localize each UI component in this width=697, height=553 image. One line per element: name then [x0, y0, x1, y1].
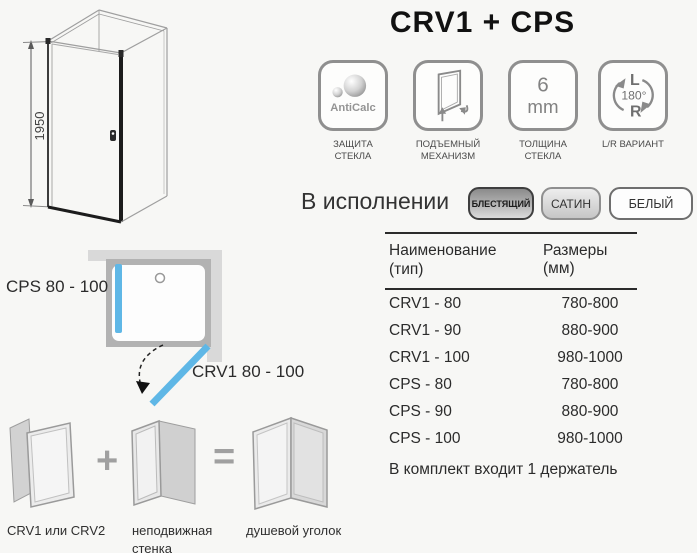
- size-cell: 880-900: [561, 402, 619, 420]
- feature-lr-caption: L/R ВАРИАНТ: [602, 139, 664, 150]
- shower-enclosure-drawing: 1950: [22, 9, 168, 224]
- feature-lr-variant: L 180° R: [598, 60, 668, 131]
- height-dimension: 1950: [22, 40, 53, 208]
- size-cell: 780-800: [561, 294, 619, 312]
- type-cell: CRV1 - 90: [389, 321, 462, 339]
- door-swing-arrow-icon: [136, 381, 150, 394]
- lifting-door-icon: [437, 69, 469, 121]
- lr-letter-r: R: [630, 103, 642, 120]
- type-cell: CPS - 80: [389, 375, 452, 393]
- column-header-name: Наименование (тип): [389, 242, 497, 278]
- plus-operator: +: [96, 440, 119, 482]
- size-cell: 980-1000: [557, 429, 623, 447]
- anticalc-label: AntiCalc: [330, 101, 376, 113]
- glass-thickness-icon: 6 mm: [508, 60, 578, 131]
- top-clamp-left: [45, 38, 51, 44]
- component-wall-label: неподвижная стенка: [132, 523, 213, 553]
- door-swing-arc: [138, 344, 164, 387]
- component-fixed-wall: [131, 419, 196, 507]
- component-shower-corner: [252, 416, 328, 511]
- size-cell: 980-1000: [557, 348, 623, 366]
- wall-top: [88, 250, 222, 261]
- feature-lifting-mechanism: [413, 60, 483, 131]
- component-corner-label: душевой уголок: [246, 523, 342, 538]
- type-cell: CPS - 90: [389, 402, 452, 420]
- table-row: CPS - 80 780-800: [385, 371, 637, 398]
- finish-option-satin[interactable]: САТИН: [541, 187, 601, 220]
- feature-thickness-caption: ТОЛЩИНА СТЕКЛА: [519, 139, 567, 163]
- type-cell: CRV1 - 100: [389, 348, 470, 366]
- package-note: В комплект входит 1 держатель: [389, 461, 618, 478]
- fixed-wall-cps: [115, 264, 122, 333]
- glass-thickness-unit: mm: [527, 95, 558, 116]
- height-dimension-label: 1950: [32, 112, 47, 141]
- finish-option-white[interactable]: БЕЛЫЙ: [609, 187, 693, 220]
- drain-icon: [154, 272, 166, 284]
- type-cell: CRV1 - 80: [389, 294, 462, 312]
- table-header: Наименование (тип) Размеры (мм): [385, 234, 637, 290]
- glass-thickness-value: 6: [537, 73, 548, 96]
- page-title: CRV1 + CPS: [389, 6, 576, 39]
- anticalc-spheres-icon: AntiCalc: [330, 73, 376, 113]
- shower-tray: [112, 265, 205, 341]
- column-header-size: Размеры (мм): [543, 242, 608, 277]
- lifting-mechanism-icon: [413, 60, 483, 131]
- six-mm-icon: 6 mm: [527, 73, 558, 117]
- top-clamp-right: [118, 50, 124, 57]
- feature-lifting-caption: ПОДЪЕМНЫЙ МЕХАНИЗМ: [415, 139, 481, 163]
- door-label: CRV1 80 - 100: [192, 362, 305, 381]
- lr-letter-l: L: [630, 71, 640, 88]
- table-row: CRV1 - 90 880-900: [385, 317, 637, 344]
- table-row: CPS - 100 980-1000: [385, 425, 637, 452]
- anticalc-icon: AntiCalc: [318, 60, 388, 131]
- table-row: CPS - 90 880-900: [385, 398, 637, 425]
- size-cell: 780-800: [561, 375, 619, 393]
- type-cell: CPS - 100: [389, 429, 461, 447]
- enclosure-edges: [47, 28, 168, 224]
- finish-label: В исполнении: [301, 188, 450, 214]
- table-row: CRV1 - 80 780-800: [385, 290, 637, 317]
- component-door-label: CRV1 или CRV2: [7, 523, 106, 538]
- lr-180-icon: L 180° R: [612, 71, 654, 120]
- door-handle: [110, 130, 116, 141]
- lr-variant-icon: L 180° R: [598, 60, 668, 131]
- size-cell: 880-900: [561, 321, 619, 339]
- feature-glass-thickness: 6 mm: [508, 60, 578, 131]
- table-row: CRV1 - 100 980-1000: [385, 344, 637, 371]
- feature-anticalc: AntiCalc: [318, 60, 388, 131]
- door-crv1-open: [149, 343, 211, 407]
- equals-operator: =: [213, 436, 236, 478]
- lr-angle: 180°: [621, 88, 646, 102]
- fixed-wall-label: CPS 80 - 100: [6, 277, 109, 296]
- enclosure-top-face: [47, 9, 168, 54]
- top-view-plan: [88, 250, 222, 407]
- size-table: Наименование (тип) Размеры (мм) CRV1 - 8…: [385, 232, 637, 452]
- finish-option-shiny[interactable]: БЛЕСТЯЩИЙ: [468, 187, 534, 220]
- feature-anticalc-caption: ЗАЩИТА СТЕКЛА: [333, 139, 373, 163]
- component-door-unit: [9, 418, 75, 508]
